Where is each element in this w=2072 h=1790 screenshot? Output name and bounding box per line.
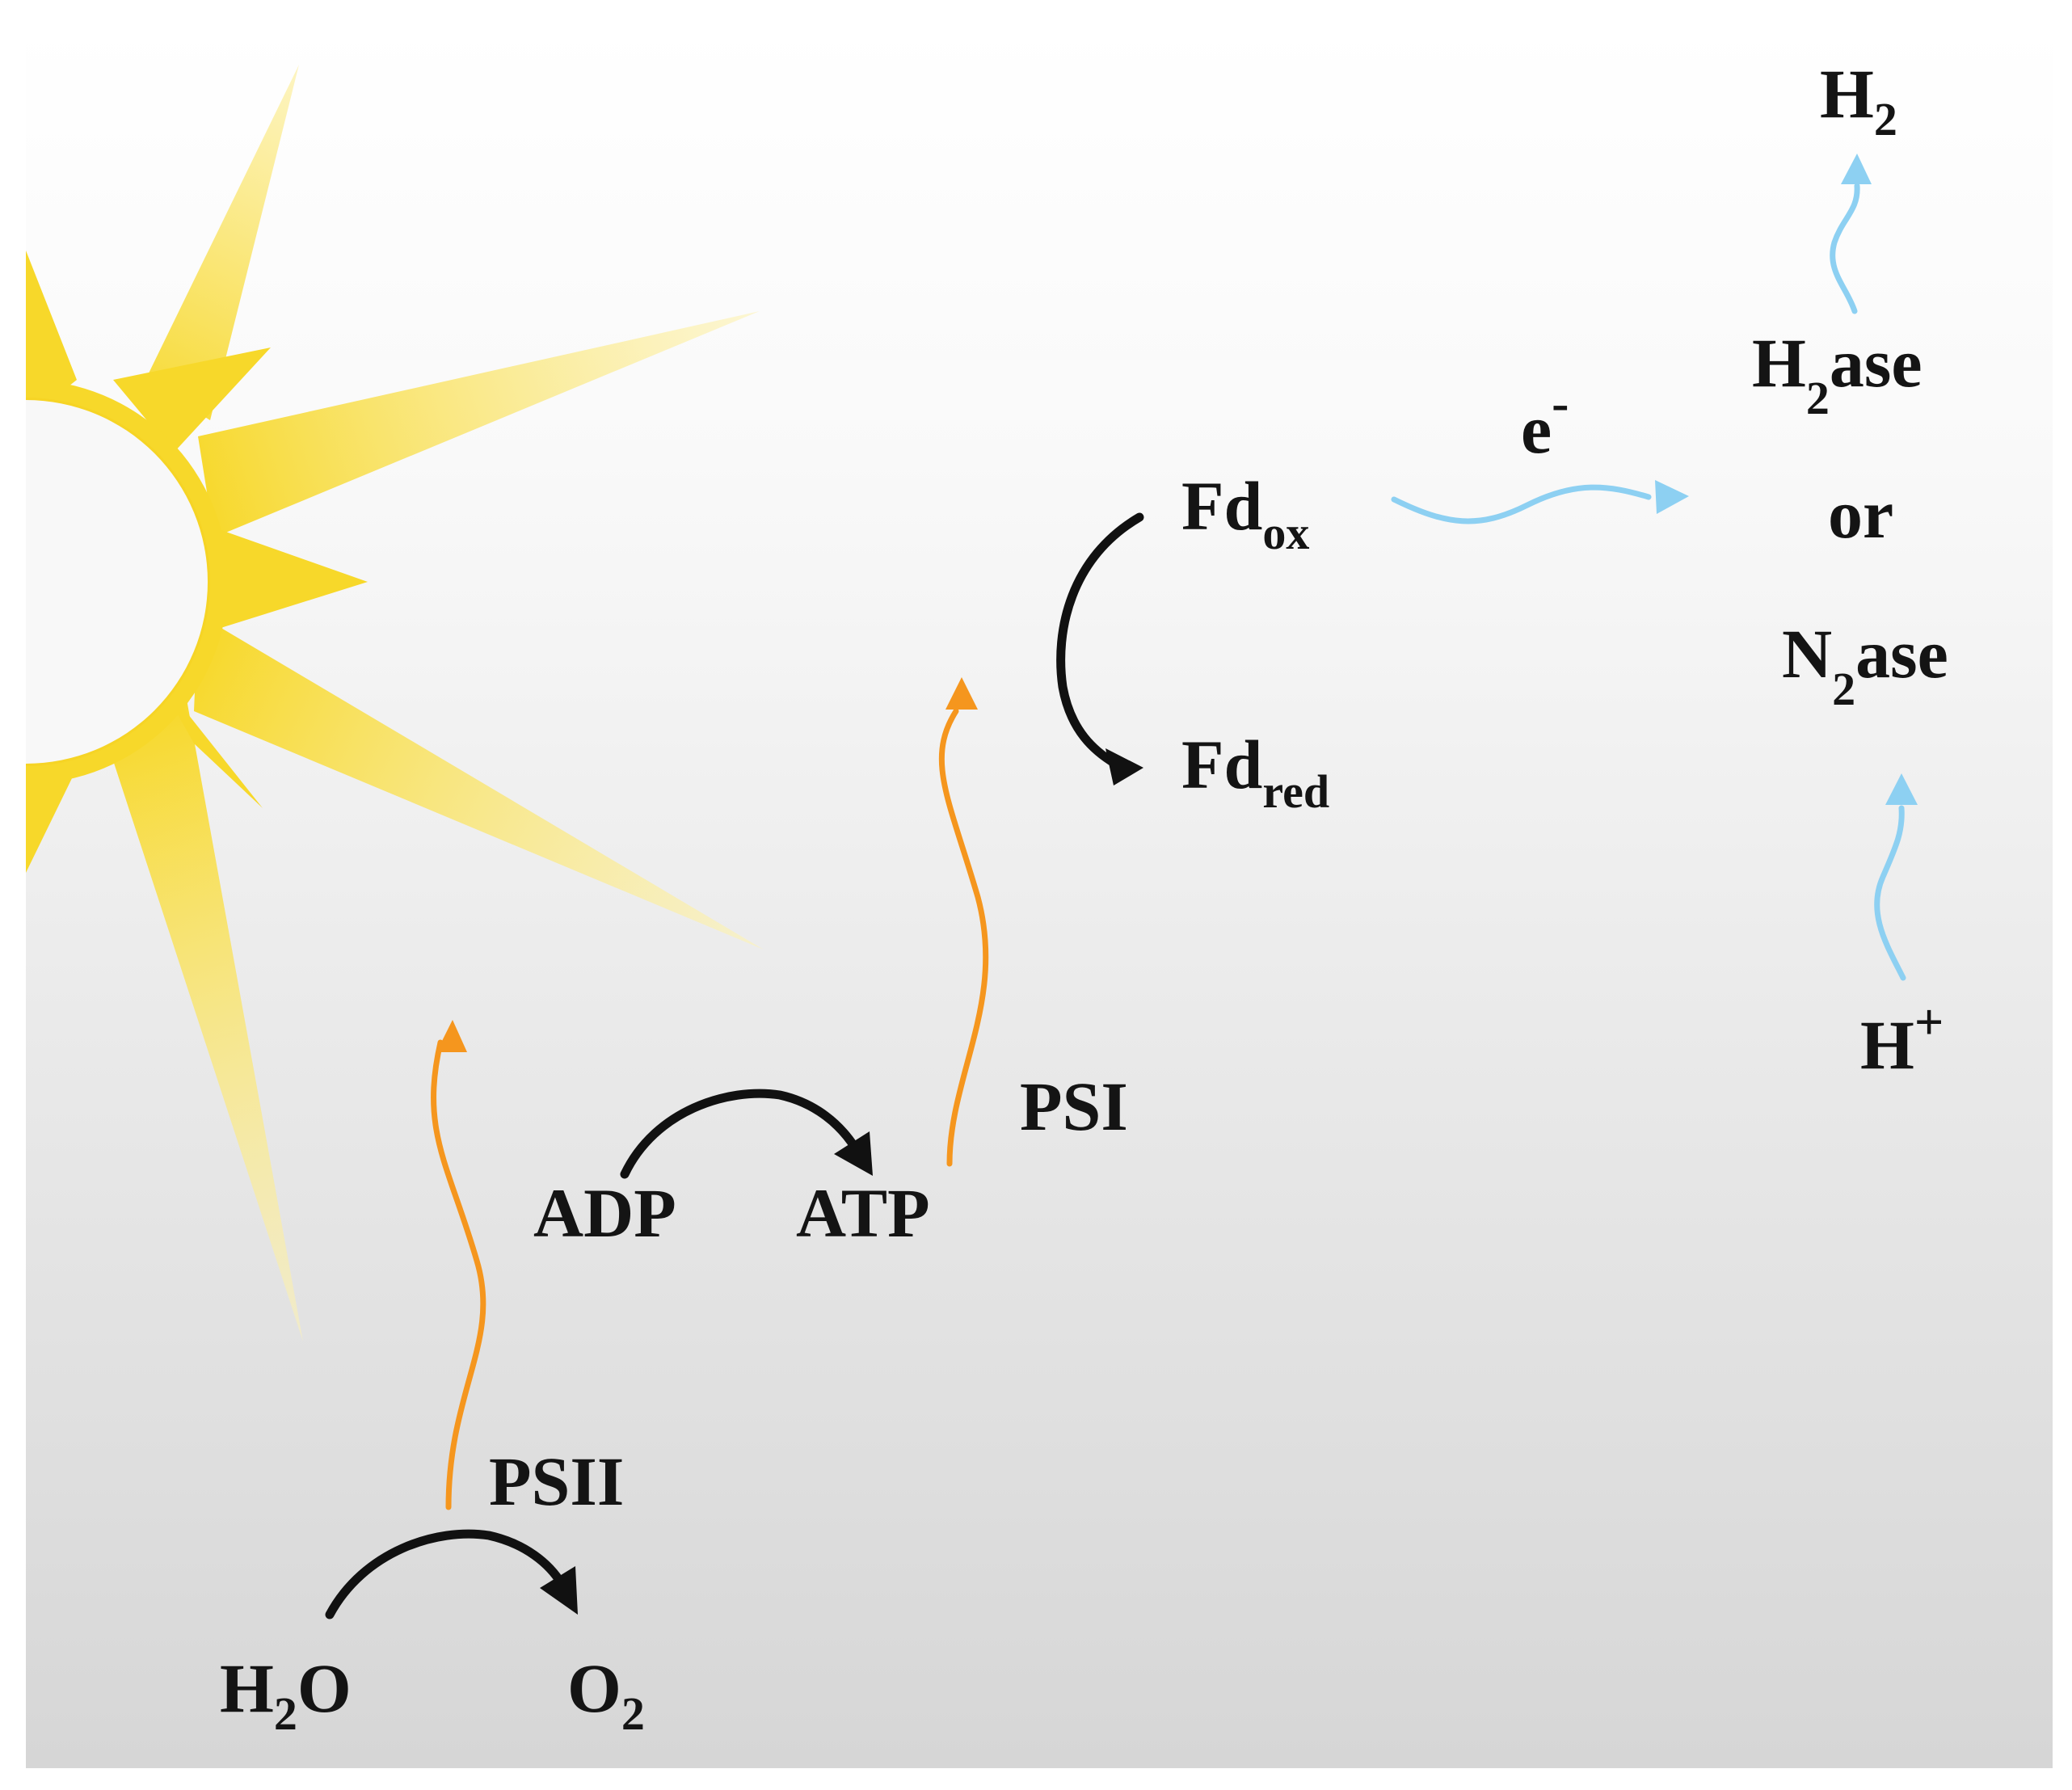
electron-transfer-arrow <box>1391 480 1689 524</box>
water-oxidation-arrow <box>325 1529 578 1619</box>
psi-label: PSI <box>1020 1068 1128 1145</box>
sun-ray <box>26 251 77 420</box>
adp-label: ADP <box>533 1174 676 1252</box>
psii-photon-arrow <box>431 1020 486 1510</box>
psii-label: PSII <box>489 1443 624 1520</box>
psi-photon-arrow <box>938 677 989 1167</box>
background-panel <box>26 24 2053 1768</box>
sun-ray <box>194 614 764 950</box>
sun-ray <box>97 695 303 1341</box>
proton-supply-arrow <box>1874 773 1918 981</box>
or-label: or <box>1828 475 1893 553</box>
nitrogenase-label: N2ase <box>1782 615 1948 715</box>
sun-ray <box>198 311 760 537</box>
atp-synthesis-arrow <box>620 1089 873 1179</box>
h2-release-arrow <box>1830 154 1872 314</box>
proton-label: H+ <box>1860 993 1944 1084</box>
fd-ox-label: Fdox <box>1181 467 1309 559</box>
sun-ray <box>145 65 299 420</box>
ferredoxin-reduction-arrow <box>1056 512 1144 785</box>
fd-red-label: Fdred <box>1181 726 1329 818</box>
o2-label: O2 <box>567 1649 645 1740</box>
sun-icon <box>0 65 764 1341</box>
electron-label: e- <box>1521 374 1569 468</box>
h2-product-label: H2 <box>1820 55 1897 145</box>
h2o-label: H2O <box>220 1649 352 1740</box>
sun-core <box>0 400 208 764</box>
atp-label: ATP <box>796 1174 930 1252</box>
hydrogenase-label: H2ase <box>1752 324 1922 424</box>
